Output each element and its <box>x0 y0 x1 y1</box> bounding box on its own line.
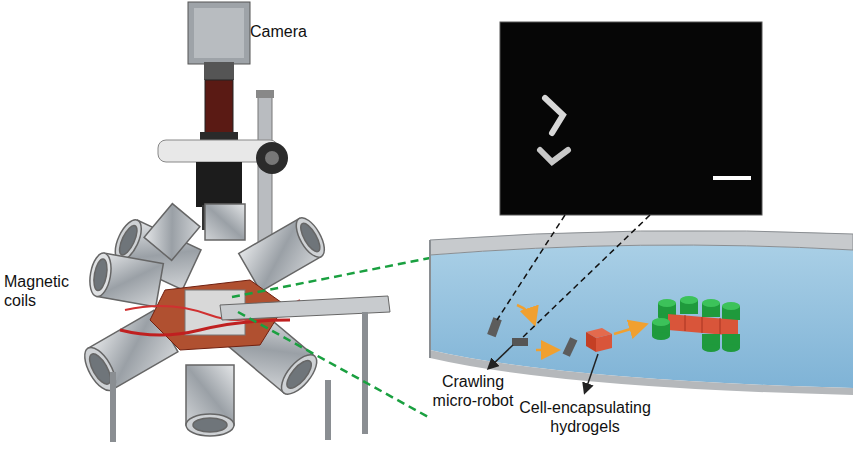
camera-label: Camera <box>250 22 340 41</box>
coil-label: Magnetic coils <box>4 272 86 310</box>
hydrogel-label: Cell-encapsulating hydrogels <box>510 398 660 436</box>
robot-label: Crawling micro-robot <box>418 372 528 410</box>
